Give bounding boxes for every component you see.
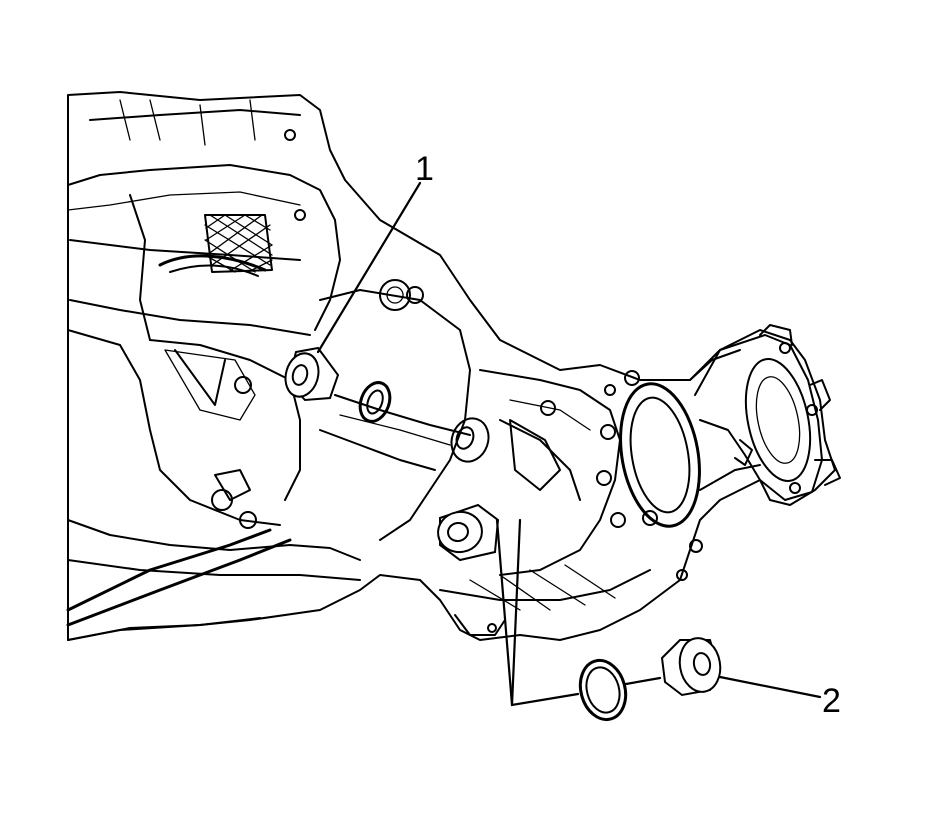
callout-1-label: 1 [415, 150, 434, 188]
grille-pattern [204, 214, 273, 273]
center-case [319, 289, 490, 541]
seal-ring [578, 658, 628, 722]
callout-2-label: 2 [822, 682, 841, 720]
transfer-case [439, 369, 703, 636]
output-yoke [689, 324, 841, 501]
leader-bracket [495, 518, 580, 707]
leader-lines [316, 181, 822, 707]
leader-callout-1 [316, 181, 422, 354]
transmission-housing [66, 91, 836, 641]
installed-bushing [284, 346, 340, 402]
leader-callout-2 [718, 675, 822, 699]
lower-bushing-bore [437, 503, 500, 562]
loose-bushing [660, 637, 722, 697]
